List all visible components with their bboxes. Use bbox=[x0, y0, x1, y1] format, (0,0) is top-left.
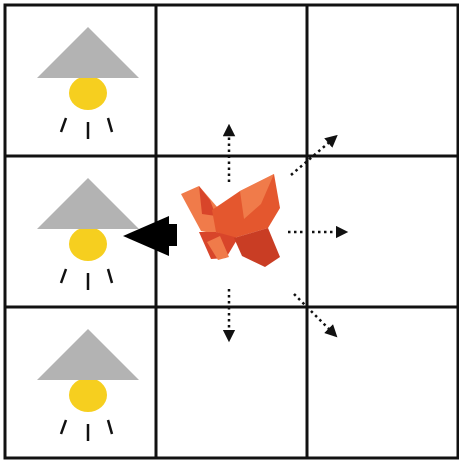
bulb-icon bbox=[69, 378, 107, 412]
bulb-icon bbox=[69, 227, 107, 261]
bulb-icon bbox=[69, 76, 107, 110]
